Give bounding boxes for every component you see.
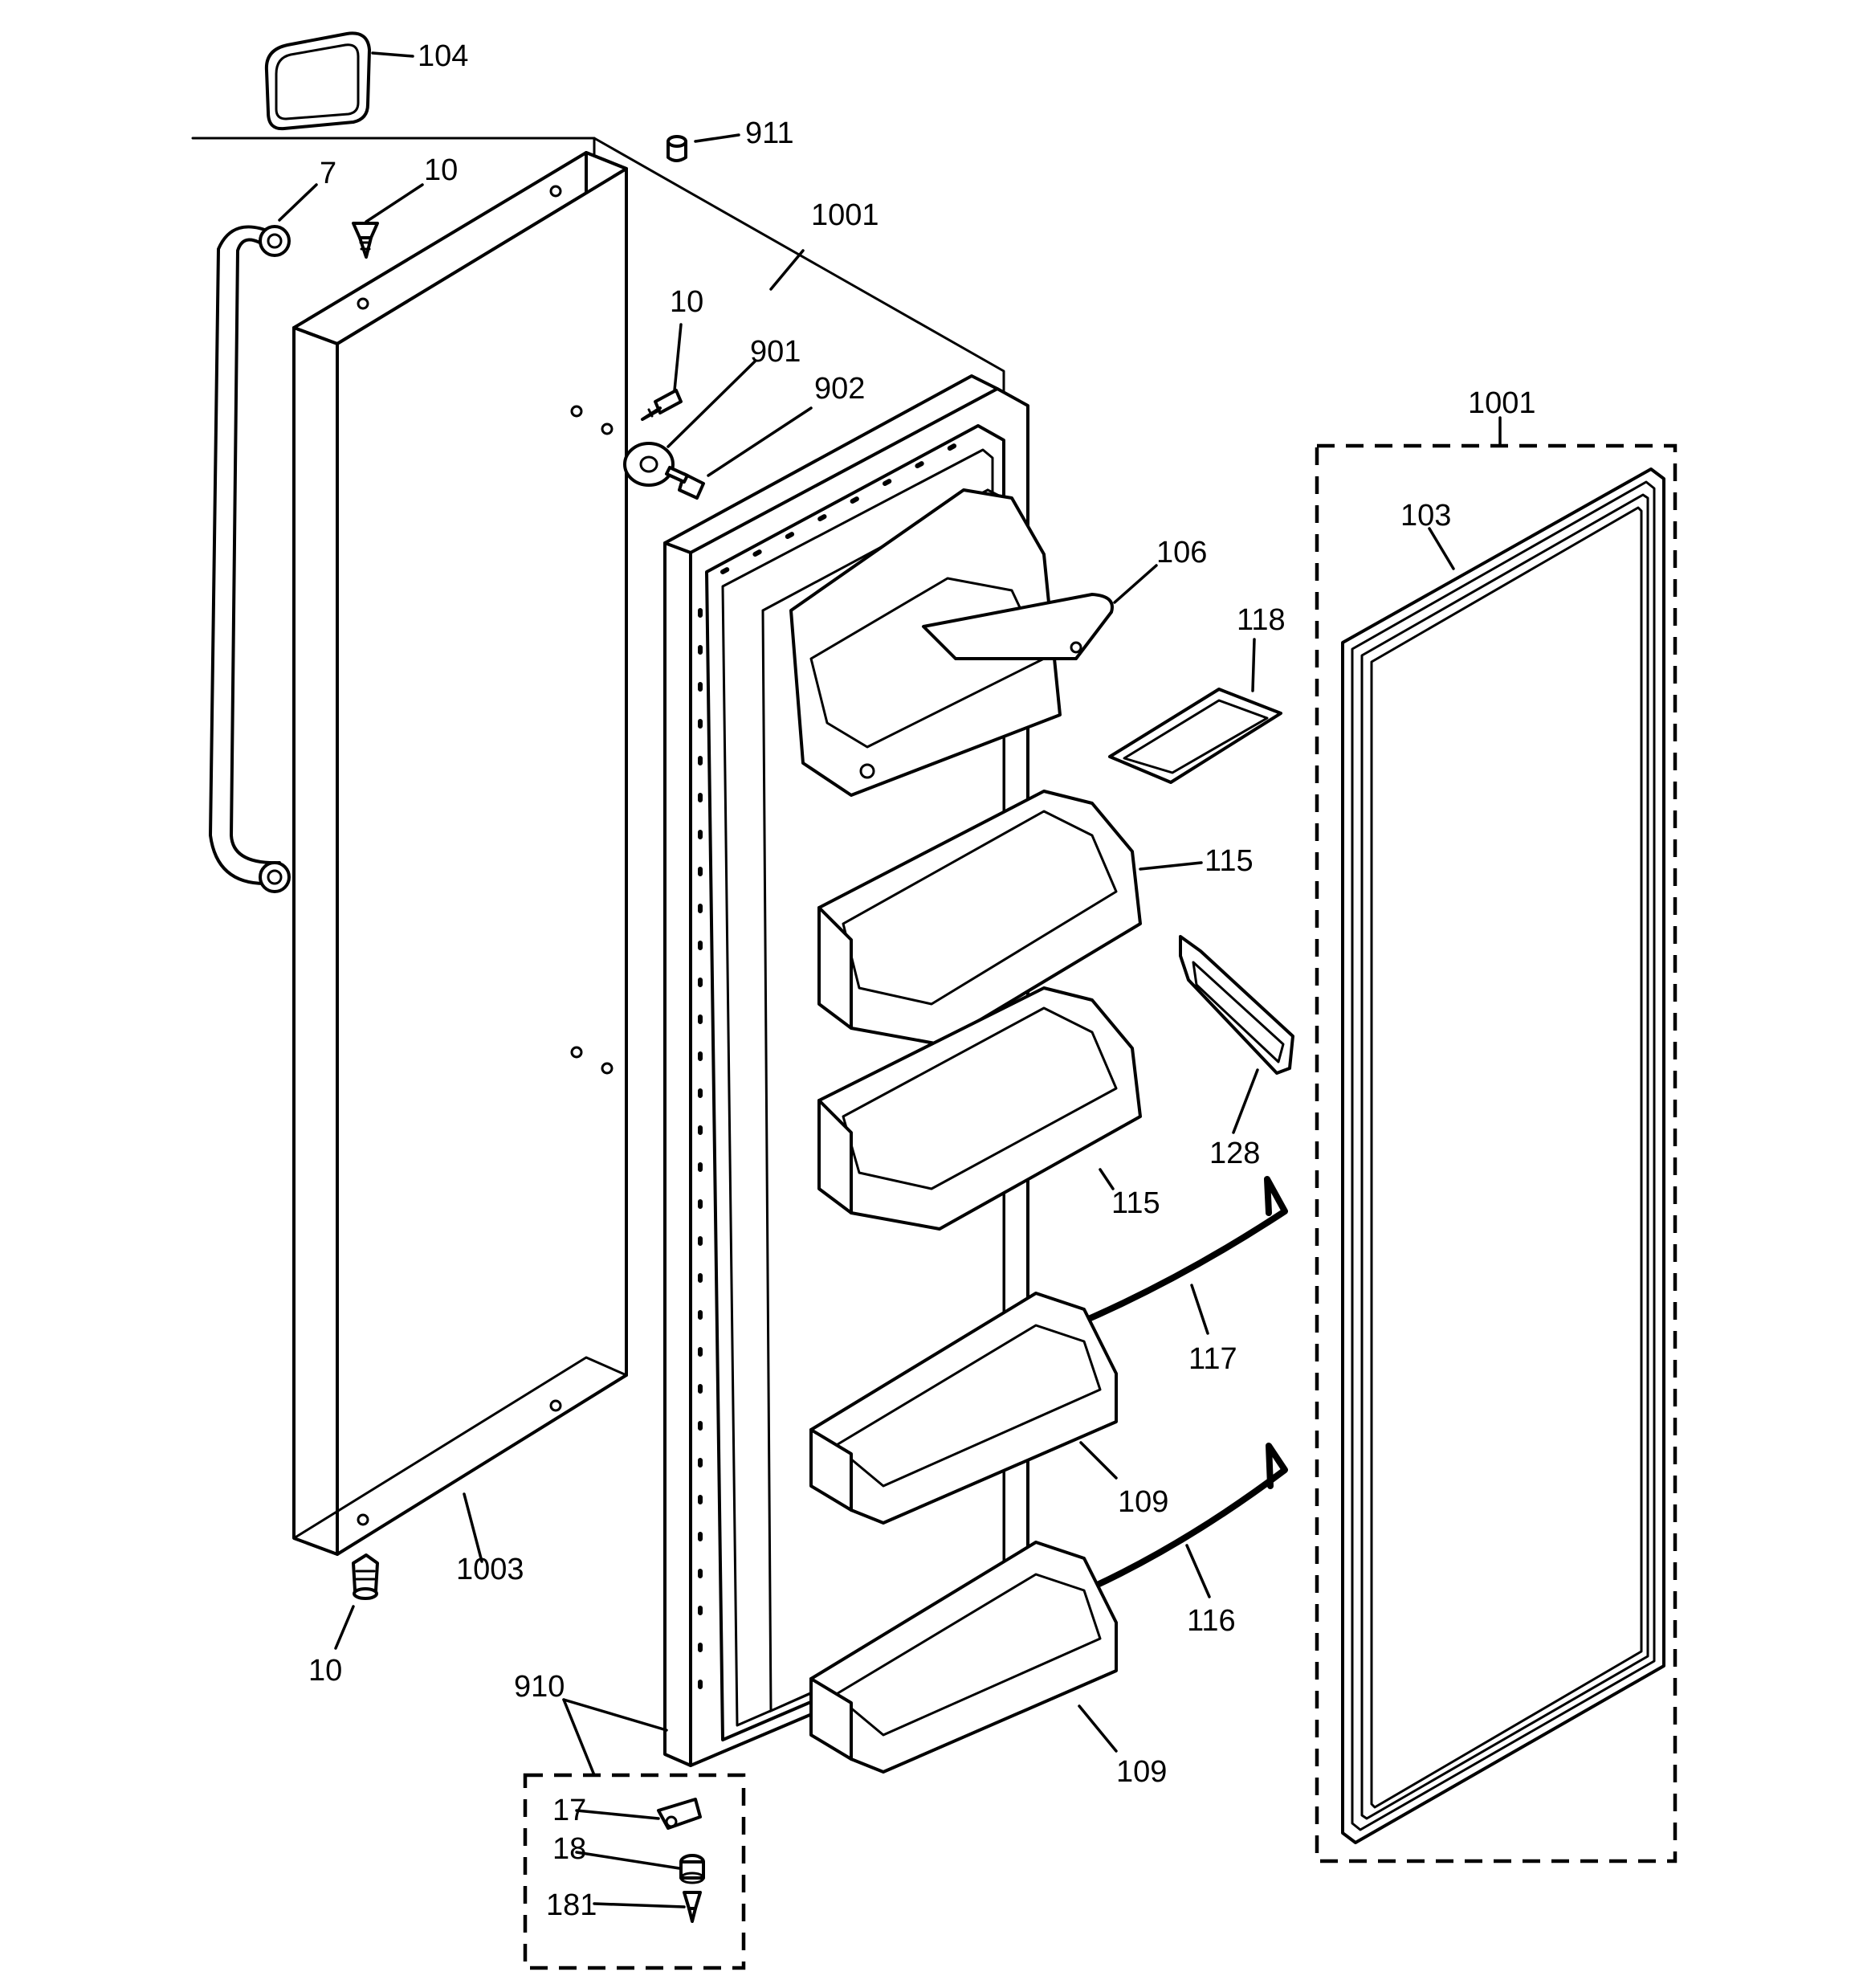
callout-109-upper: 109 (1118, 1485, 1168, 1519)
callout-7: 7 (320, 157, 336, 190)
callout-10-middle: 10 (670, 285, 703, 319)
callout-181: 181 (546, 1888, 597, 1922)
part-104-trim-cap (264, 31, 371, 131)
part-911-cap (667, 135, 687, 162)
callout-104: 104 (418, 39, 468, 73)
callout-118: 118 (1237, 603, 1286, 637)
part-109-bin-lower (809, 1541, 1118, 1774)
callout-17: 17 (552, 1794, 586, 1827)
callout-18: 18 (552, 1832, 586, 1866)
part-10-screw-middle (641, 389, 683, 421)
part-910-hinge-group (523, 1773, 746, 1970)
callout-911: 911 (745, 116, 794, 150)
callout-1003: 1003 (456, 1553, 524, 1586)
callout-1001-door: 1001 (811, 198, 879, 232)
part-10-screw-top (352, 222, 379, 259)
callout-128: 128 (1209, 1137, 1260, 1170)
part-1001-gasket-group (1315, 443, 1678, 1863)
callout-10-top: 10 (424, 153, 458, 187)
callout-901: 901 (750, 335, 801, 369)
part-109-bin-upper (809, 1292, 1118, 1525)
callout-106: 106 (1156, 536, 1207, 569)
part-118-small-tray (1108, 688, 1282, 784)
part-10-screw-bottom (352, 1553, 379, 1600)
callout-115-lower: 115 (1111, 1186, 1160, 1220)
callout-116: 116 (1187, 1604, 1236, 1638)
part-115-bin-upper (817, 790, 1142, 1046)
part-902-bolt (665, 466, 705, 500)
part-1003-door-panel (292, 151, 628, 1556)
part-106-upper-bin (789, 488, 1114, 797)
part-115-bin-lower (817, 986, 1142, 1231)
part-17-hinge-plate (657, 1798, 702, 1830)
gasket-rivets (698, 431, 979, 1721)
leader-lines (278, 51, 1502, 1908)
callout-103: 103 (1400, 499, 1451, 533)
part-7-handle (209, 225, 291, 893)
part-128-clip (1179, 935, 1294, 1075)
part-18-hinge-pin (679, 1854, 705, 1884)
part-181-hinge-screw (683, 1891, 702, 1923)
callout-117: 117 (1188, 1342, 1237, 1376)
callout-115-upper: 115 (1205, 844, 1254, 878)
callout-10-bottom: 10 (308, 1654, 342, 1688)
part-901-washer (623, 442, 675, 487)
callout-902: 902 (814, 372, 865, 406)
callout-109-lower: 109 (1116, 1755, 1167, 1789)
callout-910: 910 (514, 1670, 565, 1704)
callout-labels: 104 911 7 10 1001 10 901 902 1001 103 10… (308, 39, 1536, 1922)
callout-1001-gasket: 1001 (1468, 386, 1536, 420)
